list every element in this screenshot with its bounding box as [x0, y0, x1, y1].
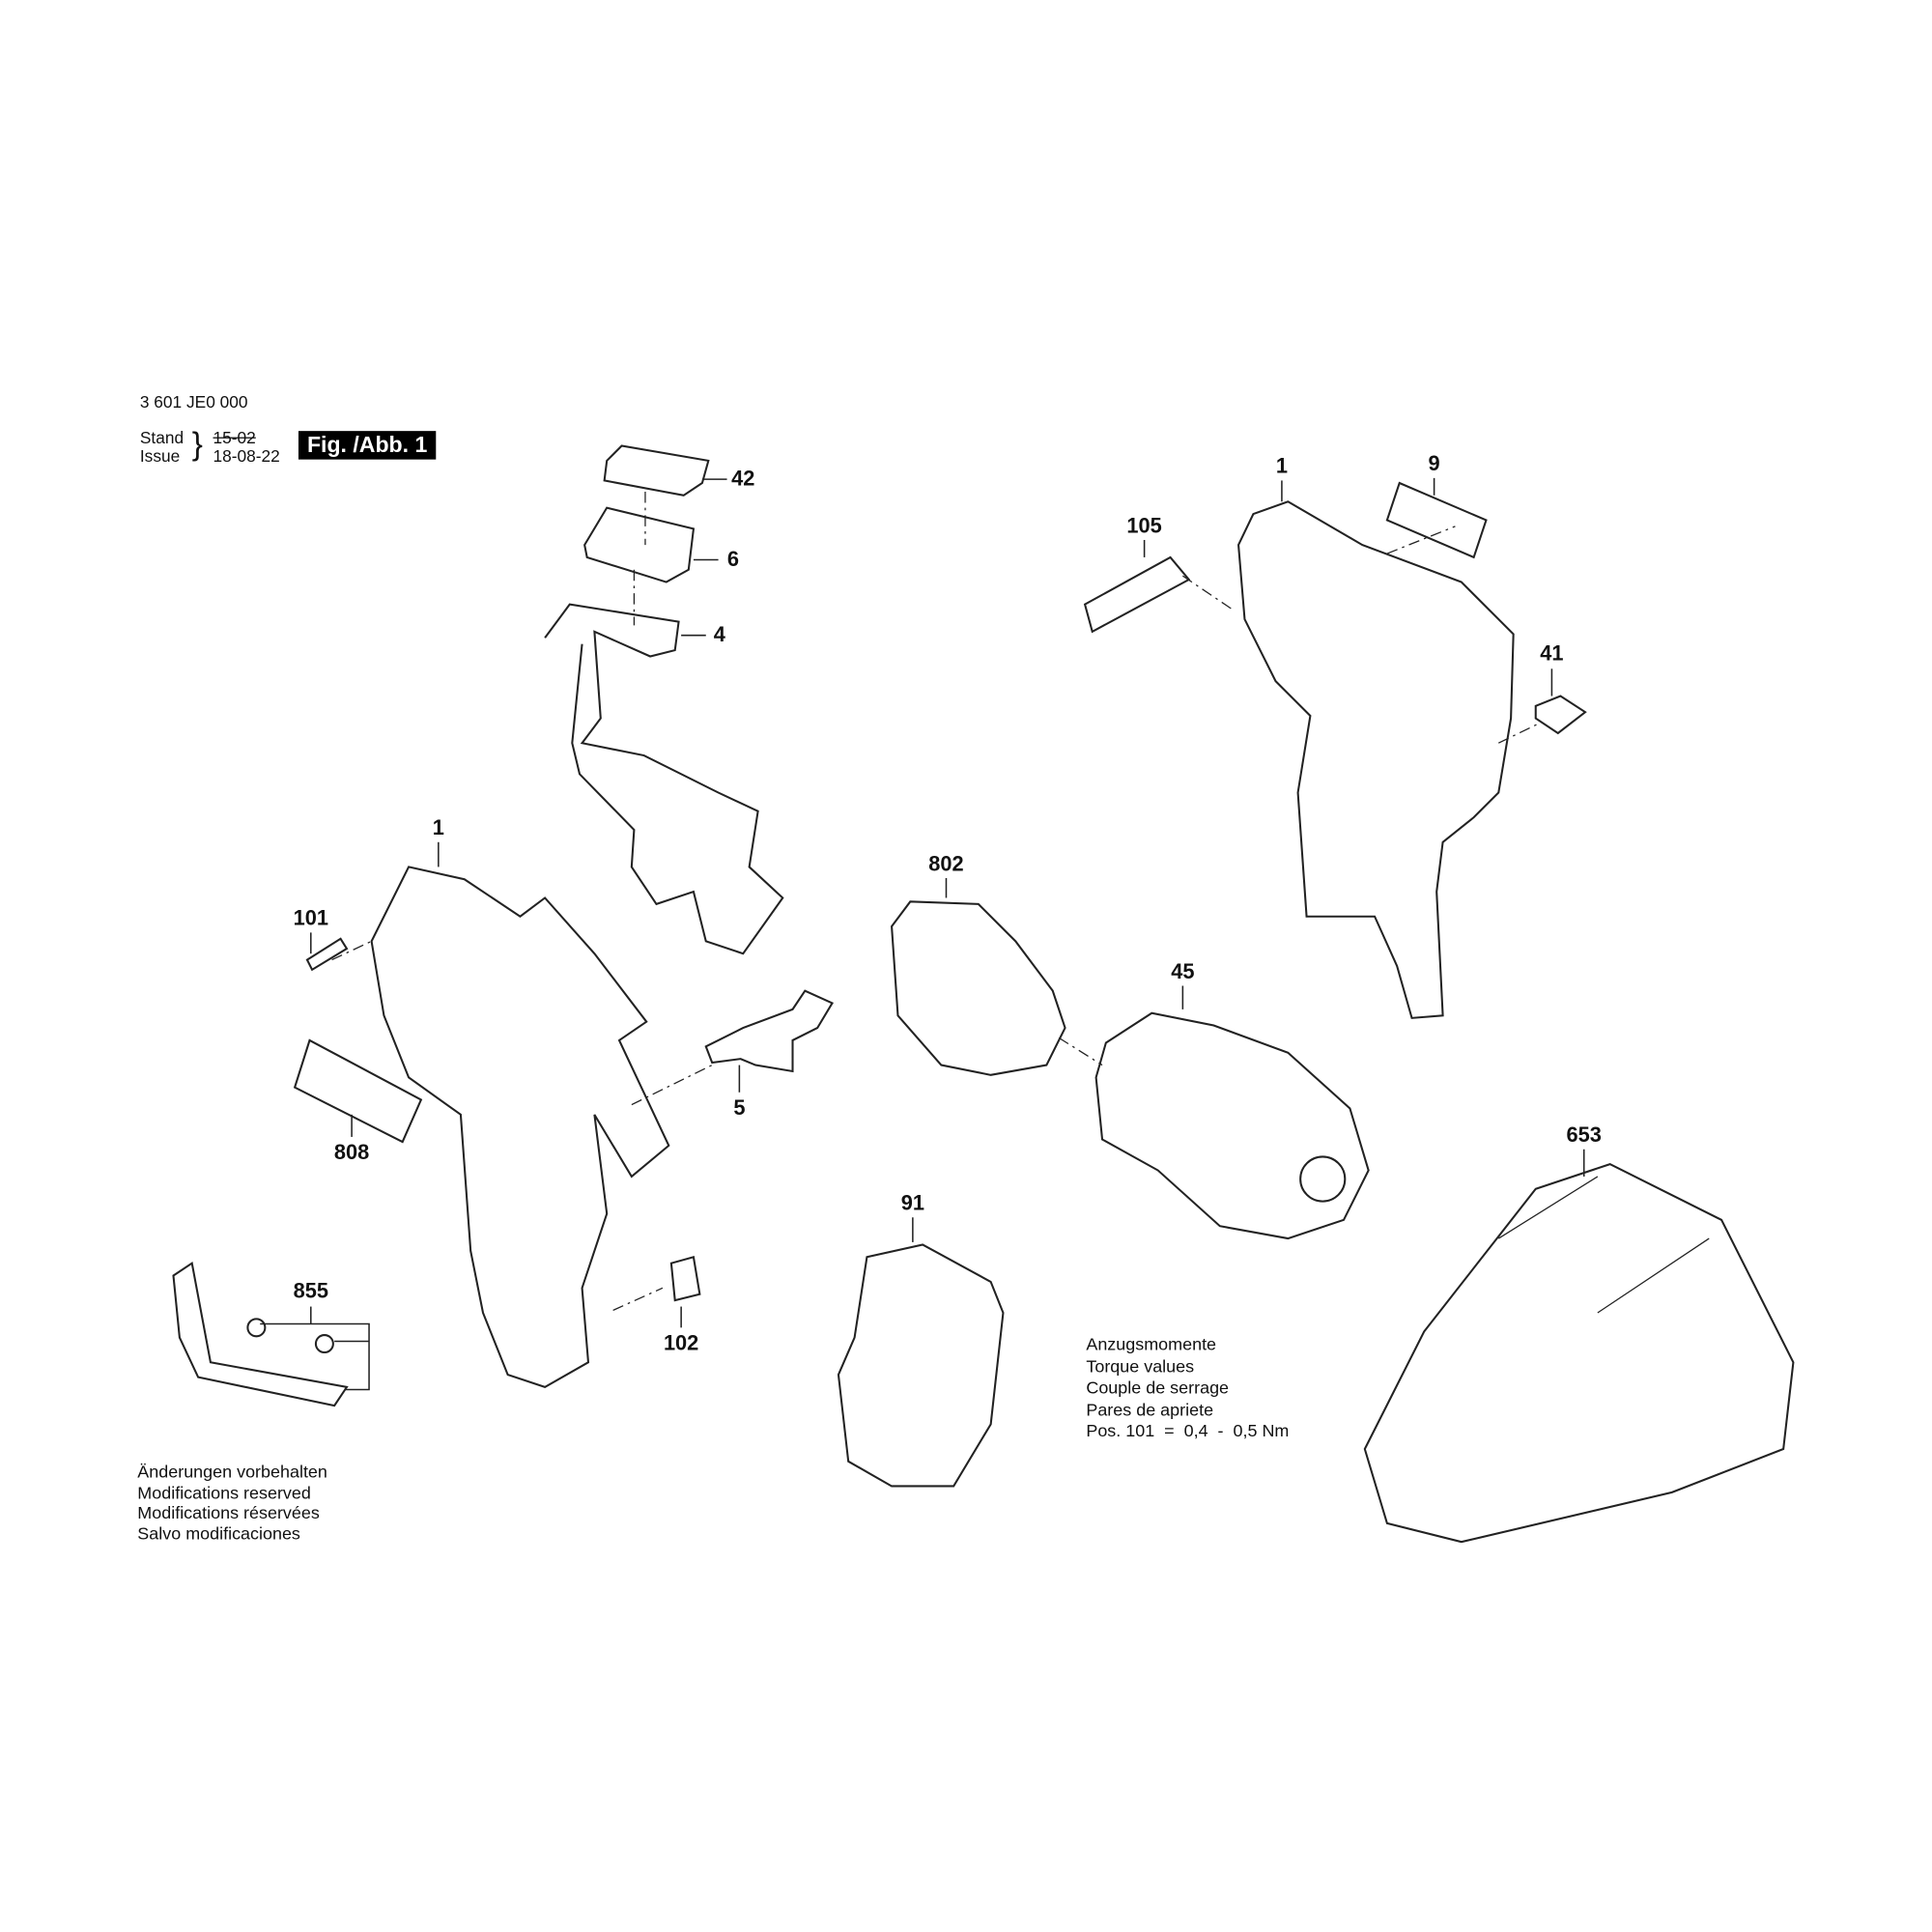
part-855-screw — [246, 1318, 267, 1338]
part-102-clip — [669, 1255, 701, 1302]
notice-line: Modifications reserved — [137, 1481, 311, 1502]
notice-line: Änderungen vorbehalten — [137, 1461, 327, 1482]
callout-653: 653 — [1566, 1122, 1602, 1148]
part-number: 3 601 JE0 000 — [139, 392, 248, 412]
issue-label: Issue — [139, 446, 181, 467]
callout-1-right: 1 — [1275, 454, 1288, 478]
callout-4: 4 — [713, 622, 725, 647]
part-42-switch-cover — [603, 444, 710, 497]
notice-line: Modifications réservées — [137, 1502, 320, 1522]
part-45-spindle — [1299, 1155, 1347, 1203]
callout-105: 105 — [1126, 514, 1162, 538]
callout-855: 855 — [293, 1279, 328, 1303]
part-6-membrane — [583, 506, 696, 583]
part-653-vents — [1497, 1176, 1710, 1314]
part-9-label — [1385, 481, 1488, 559]
part-5-slider — [704, 989, 835, 1073]
torque-line: Anzugsmomente — [1086, 1333, 1217, 1354]
part-45-gearbox — [1094, 1011, 1370, 1240]
callout-45: 45 — [1171, 959, 1195, 983]
part-855-bracket — [172, 1261, 349, 1407]
part-101-screw — [305, 937, 349, 972]
callout-41: 41 — [1540, 641, 1564, 666]
part-105-cover-plate — [1083, 555, 1191, 634]
callout-91: 91 — [900, 1191, 925, 1215]
callout-102: 102 — [663, 1331, 699, 1355]
callout-42: 42 — [731, 467, 755, 491]
callout-6: 6 — [726, 547, 740, 572]
torque-values: Anzugsmomente Torque values Couple de se… — [1086, 1334, 1289, 1442]
part-802-motor — [891, 900, 1066, 1076]
torque-spec: Pos. 101 = 0,4 - 0,5 Nm — [1086, 1420, 1290, 1441]
part-91-battery — [837, 1243, 1005, 1488]
part-855-screw — [314, 1334, 334, 1354]
issue-date: 18-08-22 — [213, 446, 280, 467]
figure-badge: Fig. /Abb. 1 — [298, 431, 437, 460]
callout-ticks — [260, 477, 1585, 1391]
callout-802: 802 — [928, 852, 964, 876]
part-1-housing-left — [370, 866, 670, 1389]
callout-1-left: 1 — [432, 815, 444, 840]
part-41-nameplate — [1534, 695, 1587, 735]
part-808-label — [293, 1038, 423, 1144]
part-653-charger — [1363, 1163, 1795, 1544]
callout-9: 9 — [1428, 451, 1440, 476]
callout-5: 5 — [733, 1095, 746, 1120]
leader-lines — [331, 491, 1543, 1311]
torque-line: Torque values — [1086, 1355, 1195, 1376]
callout-101: 101 — [293, 906, 328, 930]
notice-line: Salvo modificaciones — [137, 1522, 300, 1543]
part-4-pcb-switch — [544, 603, 784, 955]
modifications-notice: Änderungen vorbehalten Modifications res… — [137, 1462, 327, 1544]
callout-808: 808 — [333, 1140, 370, 1165]
brace: } — [191, 424, 203, 463]
torque-line: Pares de apriete — [1086, 1399, 1214, 1419]
old-date: 15-02 — [213, 428, 256, 447]
part-1-housing-right — [1237, 500, 1515, 1019]
torque-line: Couple de serrage — [1086, 1377, 1230, 1398]
stand-label: Stand — [139, 428, 185, 447]
